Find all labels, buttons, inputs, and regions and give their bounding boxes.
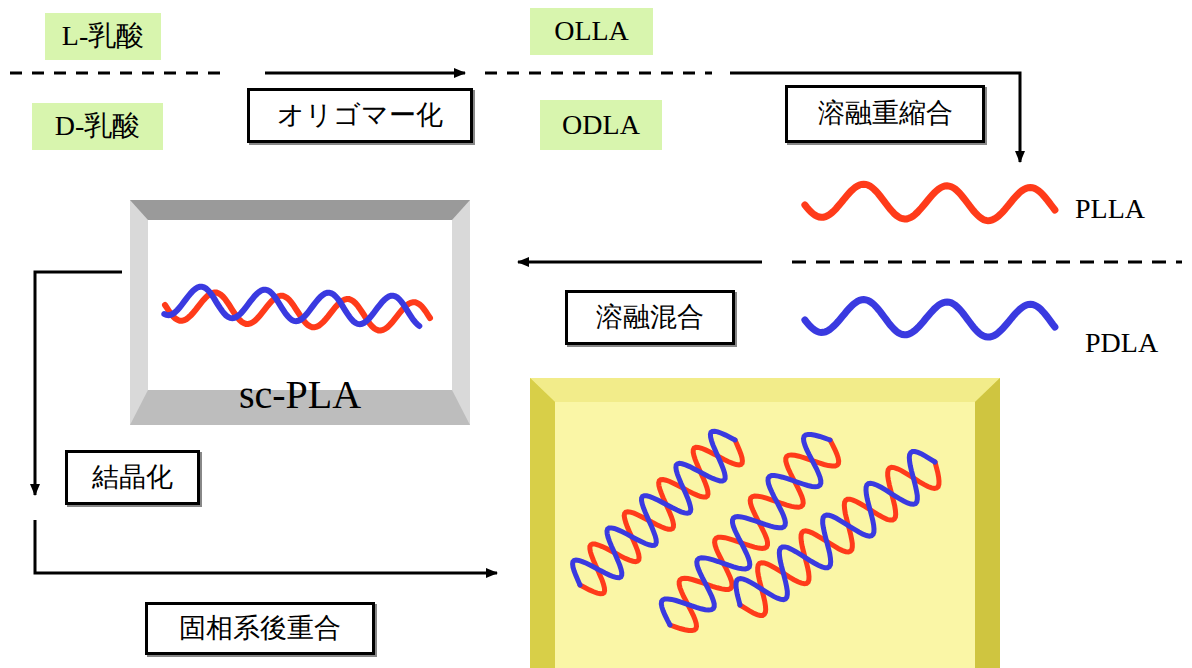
- crystal-box-face: [555, 402, 975, 668]
- polymer-name: PLLA: [1075, 193, 1145, 225]
- node-text: sc-PLA: [239, 373, 361, 417]
- flow-arrow: [35, 520, 497, 573]
- oligomer-label: OLLA: [530, 8, 653, 55]
- crystal-box-bevel: [530, 378, 555, 668]
- polymer-chains: [573, 184, 1055, 630]
- node-text: 結晶化: [92, 463, 173, 493]
- flow-arrow: [518, 261, 762, 264]
- dashed-separator: [485, 72, 712, 75]
- polymer-chain: [805, 184, 1055, 221]
- node-text: オリゴマー化: [277, 101, 443, 131]
- polymer-chain: [805, 300, 1055, 338]
- reactant-label: L-乳酸: [45, 13, 161, 60]
- crystal-box: [530, 378, 1000, 668]
- node-text: D-乳酸: [55, 111, 141, 142]
- stereocomplex-box: sc-PLA: [130, 200, 470, 425]
- reactant-label: D-乳酸: [32, 103, 163, 150]
- polymer-chain: [736, 452, 935, 605]
- process-box: 固相系後重合: [145, 602, 375, 655]
- flow-arrow: [265, 72, 465, 75]
- node-text: 溶融重縮合: [818, 99, 953, 129]
- node-text: ODLA: [562, 110, 640, 141]
- polymer-name: PDLA: [1085, 327, 1158, 359]
- oligomer-label: ODLA: [540, 100, 662, 150]
- dashed-separator: [792, 261, 1182, 264]
- node-text: 溶融混合: [596, 303, 704, 333]
- node-text: OLLA: [554, 16, 629, 47]
- process-box: 結晶化: [65, 450, 200, 505]
- crystal-box-bevel: [530, 378, 1000, 402]
- flow-arrow: [730, 73, 1020, 162]
- crystal-box-bevel: [975, 378, 1000, 668]
- process-box: オリゴマー化: [247, 88, 473, 143]
- dashed-separator: [10, 72, 225, 75]
- process-box: 溶融重縮合: [785, 85, 985, 143]
- node-text: 固相系後重合: [179, 614, 341, 644]
- process-box: 溶融混合: [565, 290, 735, 345]
- node-text: L-乳酸: [62, 21, 144, 52]
- polymer-chain: [164, 287, 419, 326]
- polymer-chain: [573, 431, 735, 585]
